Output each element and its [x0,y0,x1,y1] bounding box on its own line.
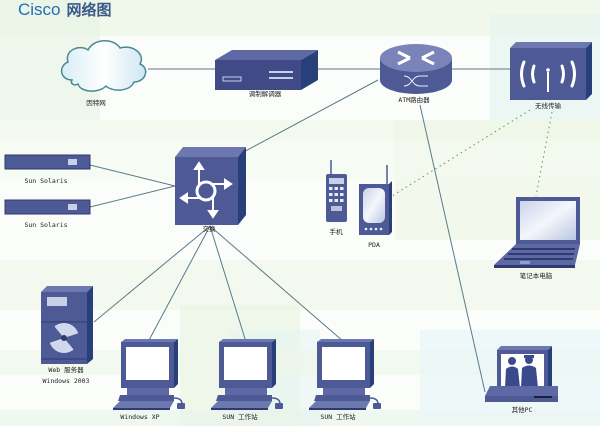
link-wireless-laptop [535,111,553,197]
internet-cloud-icon[interactable] [60,40,147,92]
sun-solaris-server-2-icon[interactable] [4,199,91,215]
sun-ws-1-label: SUN 工作站 [222,413,258,421]
switch-label: 交换 [202,225,216,233]
link-switch-winxp [147,225,211,343]
modem-icon[interactable] [215,50,318,90]
sun-ws-2-label: SUN 工作站 [320,413,356,421]
pda-label: PDA [368,241,380,249]
title-brand: Cisco [18,0,61,19]
web-server-icon[interactable] [41,286,93,364]
link-switch-sunws1 [209,225,247,343]
link-wireless-pda [391,109,531,197]
laptop-label: 笔记本电脑 [519,272,553,280]
other-pc-label: 其他PC [511,406,533,414]
modem-label: 调制解调器 [248,90,282,98]
webserver-label: Web 服务器 [48,366,84,374]
link-switch-sun1 [89,164,176,187]
pda-icon[interactable] [359,165,392,235]
link-switch-sunws2 [209,225,345,343]
phone-label: 手机 [329,228,343,236]
sun-solaris-server-1-icon[interactable] [4,154,91,170]
laptop-icon[interactable] [494,197,580,268]
link-router-otherpc [419,104,486,393]
wireless-label: 无线传输 [535,102,561,110]
link-switch-sun2 [89,185,176,208]
sun-workstation-1-icon[interactable] [210,338,284,411]
page-title: Cisco 网络图 [18,0,112,20]
mobile-phone-icon[interactable] [326,160,347,222]
sun-workstation-2-icon[interactable] [308,338,382,411]
atm-router-icon[interactable] [380,44,452,94]
wireless-transmission-icon[interactable] [510,42,592,100]
switch-icon[interactable] [175,147,246,225]
link-switch-webserver [93,225,211,323]
other-pc-icon[interactable] [485,346,558,402]
windows-xp-workstation-icon[interactable] [112,338,186,411]
webserver-os-label: Windows 2003 [42,377,90,385]
sun-solaris-2-label: Sun Solaris [24,221,68,229]
title-text: 网络图 [66,2,112,19]
sun-solaris-1-label: Sun Solaris [24,177,68,185]
winxp-label: Windows XP [120,413,160,421]
internet-label: 因特网 [86,99,106,107]
wireless-links [391,109,553,197]
connections [89,68,510,393]
router-label: ATM路由器 [398,96,430,104]
